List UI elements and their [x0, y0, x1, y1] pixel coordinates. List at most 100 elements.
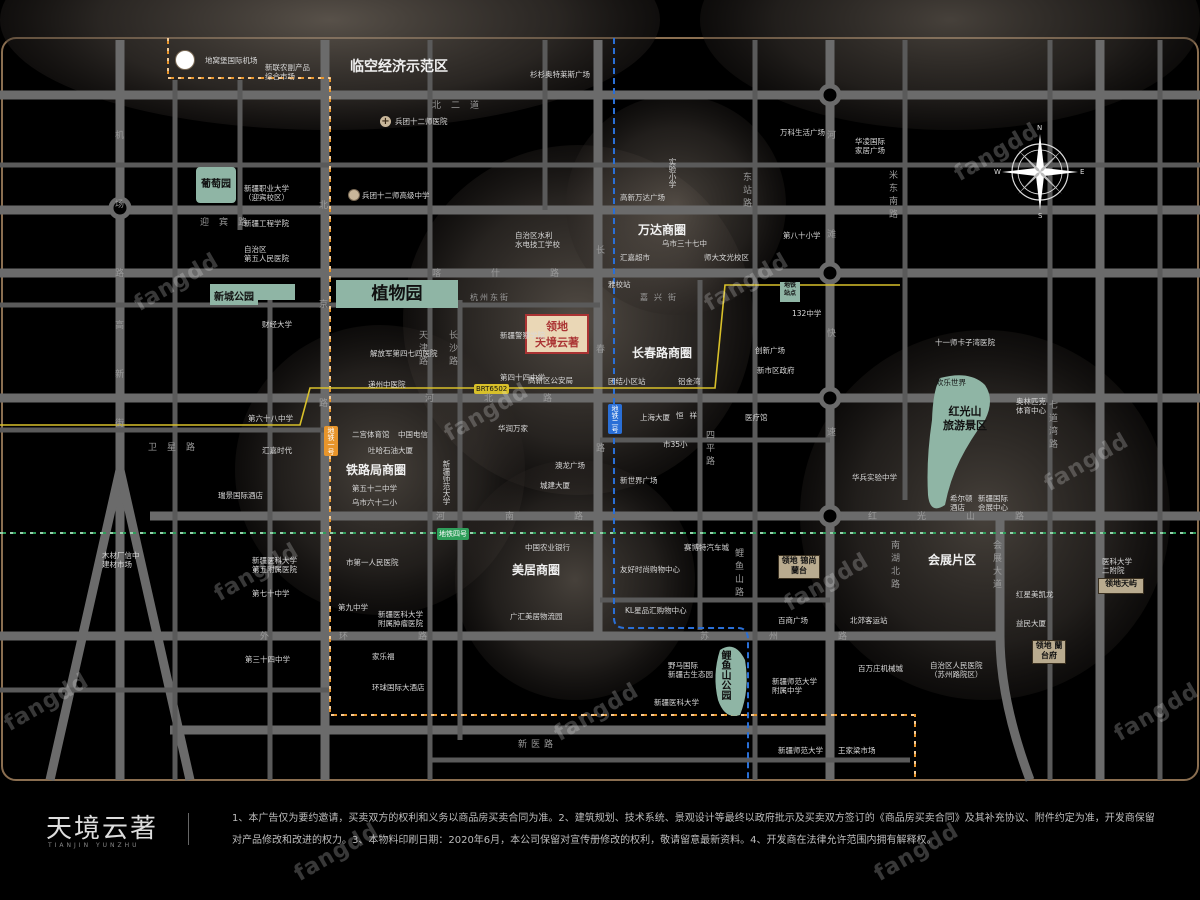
poi-kl: KL星品汇购物中心 [625, 606, 687, 615]
compass-s: S [1038, 212, 1043, 220]
road-label-suzhou: 苏州路 [700, 632, 908, 642]
road-label-hangzhou: 杭州东街 [470, 293, 510, 302]
road-label-beier: 北二道 [432, 101, 490, 111]
poi-chuangxin: 创新广场 [755, 346, 785, 355]
footer-brand-pinyin: TIANJIN YUNZHU [48, 842, 140, 849]
road-label-midong: 米东南路 [887, 170, 897, 222]
poi-second-affiliated: 医科大学 二附院 [1102, 557, 1132, 575]
roads [0, 40, 1200, 782]
poi-44-school: 第四十四中学 [500, 373, 545, 382]
poi-global-hotel: 环球国际大酒店 [372, 683, 425, 692]
road-label-yingbin: 迎宾路 [200, 218, 258, 228]
zone-linkong: 临空经济示范区 [350, 59, 448, 75]
poi-fifth-affiliated: 新疆医科大学 第五附属医院 [252, 556, 297, 574]
station-yanxiao: 雅校站 [608, 280, 631, 289]
poi-expo-center: 新疆国际 会展中心 [978, 494, 1008, 512]
roundabouts [108, 83, 842, 528]
halo-meiju [455, 460, 695, 700]
school-icon [348, 189, 360, 201]
poi-kaziwan-hospital: 十一师卡子湾医院 [935, 338, 995, 347]
poi-baiwanzhuang: 百万庄机械城 [858, 664, 903, 673]
footer-divider [188, 813, 189, 845]
road-label-huizhan: 会展大道 [991, 540, 1001, 592]
poi-37-school: 乌市三十七中 [662, 239, 707, 248]
poi-wangjialiang: 王家梁市场 [838, 746, 876, 755]
poi-huarun: 华润万家 [498, 424, 528, 433]
poi-beijiao-station: 北郊客运站 [850, 616, 888, 625]
halo-north-east [700, 0, 1200, 130]
poi-yimin: 益民大厦 [1016, 619, 1046, 628]
poi-fifth-hospital: 自治区 第五人民医院 [244, 245, 289, 263]
brt-tag: BRT6502 [474, 384, 510, 394]
road-label-hebei: 河北路 [425, 394, 603, 404]
poi-olympic: 奥林匹克 体育中心 [1016, 397, 1046, 415]
poi-telecom: 中国电信 [398, 430, 428, 439]
poi-bingtuan-hospital: 兵团十二师医院 [395, 117, 448, 126]
park-zhiwuyuan: 植物园 [336, 280, 458, 308]
poi-police-academy: 新疆警察学院 [500, 331, 545, 340]
road-label-tianjin: 天津路 [417, 330, 427, 369]
poi-hongxing: 红星美凯龙 [1016, 590, 1054, 599]
poi-ergong: 二宫体育馆 [352, 430, 390, 439]
poi-hengxiang: 恒祥 [676, 411, 703, 420]
metro-line1-tag: 地铁一号 [324, 426, 338, 456]
compass-w: W [994, 168, 1001, 176]
poi-huijia-times: 汇嘉时代 [262, 446, 292, 455]
park-station: 地铁 站点 [780, 282, 800, 302]
poi-70-school: 第七十中学 [252, 589, 290, 598]
project-marker[interactable]: 领地 天境云著 [525, 314, 589, 354]
landmark-lantaifu: 领地 蘭台府 [1032, 640, 1066, 664]
road-label-xinyi: 新医路 [518, 740, 558, 750]
park-hongguangshan: 红光山 旅游景区 [943, 405, 987, 432]
poi-huabing: 华兵实验中学 [852, 473, 897, 482]
poi-52-school: 第五十二中学 [352, 484, 397, 493]
poi-baishang: 百商广场 [778, 616, 808, 625]
park-liyushan: 鲤鱼山公园 [719, 650, 730, 700]
poi-shida-fuzhong: 新疆师范大学 附属中学 [772, 677, 817, 695]
road-label-weixing: 卫星路 [148, 443, 206, 453]
road-label-jiaxing: 嘉兴街 [640, 293, 682, 302]
park-xincheng: 新城公园 [210, 286, 258, 305]
road-label-hongguangshan: 红光山路 [868, 512, 1065, 522]
road-label-gaoxin: 高新街 [113, 320, 123, 467]
poi-district-gov: 新市区政府 [757, 366, 795, 375]
poi-80-school: 第八十小学 [783, 231, 821, 240]
poi-caijing: 财经大学 [262, 320, 292, 329]
poi-tumor-hospital: 新疆医科大学 附属肿瘤医院 [378, 610, 423, 628]
hongguangshan-park-shape [927, 375, 990, 509]
poi-vanke: 万科生活广场 [780, 128, 825, 137]
landmark-jinshang: 领地 锦尚蘭台 [778, 555, 820, 579]
poi-xinlian: 新联农副产品 综合市场 [265, 63, 310, 81]
poi-wanda-plaza: 高新万达广场 [620, 193, 665, 202]
poi-shifan-daxue: 新疆师范大学 [442, 460, 451, 505]
poi-62-school: 乌市六十二小 [352, 498, 397, 507]
poi-youhao: 友好时尚购物中心 [620, 565, 680, 574]
compass-n: N [1037, 124, 1043, 132]
zone-wanda: 万达商圈 [638, 223, 687, 237]
poi-abc: 中国农业银行 [525, 543, 570, 552]
poi-new-world: 新世界广场 [620, 476, 658, 485]
poi-xinjiang-engineering: 新疆工程学院 [244, 219, 289, 228]
poi-first-hospital: 市第一人民医院 [346, 558, 399, 567]
poi-police-bureau: 高新区公安局 [528, 376, 573, 385]
zone-changchunlu: 长春路商圈 [632, 346, 693, 360]
poi-tuha: 吐哈石油大厦 [368, 446, 413, 455]
road-label-hetan: 河滩快速 [825, 130, 835, 526]
poi-huijia: 汇嘉超市 [620, 253, 650, 262]
poi-carrefour: 家乐福 [372, 652, 395, 661]
poi-bingtuan-school: 兵团十二师高级中学 [362, 191, 430, 200]
poi-airport: 地窝堡国际机场 [205, 56, 258, 65]
footer-disclaimer: 1、本广告仅为要约邀请，买卖双方的权利和义务以商品房买卖合同为准。2、建筑规划、… [232, 813, 1155, 846]
metro-line4-tag: 地铁四号 [437, 528, 469, 540]
poi-mucai: 木材厂信中 建材市场 [102, 551, 140, 569]
poi-dizhou: 递州中医院 [368, 380, 406, 389]
poi-shiyan-school: 实验小学 [668, 158, 677, 188]
station-tuanjie: 团结小区站 [608, 377, 646, 386]
poi-474-hospital: 解放军第四七四医院 [370, 349, 438, 358]
poi-chengjian: 城建大厦 [540, 481, 570, 490]
poi-aolong: 澳龙广场 [555, 461, 585, 470]
metro-line2 [613, 38, 749, 780]
poi-shanghai-tower: 上海大厦 [640, 413, 670, 422]
road-label-dongzhan: 东站路 [741, 172, 751, 211]
project-name-line2: 天境云著 [535, 336, 579, 349]
